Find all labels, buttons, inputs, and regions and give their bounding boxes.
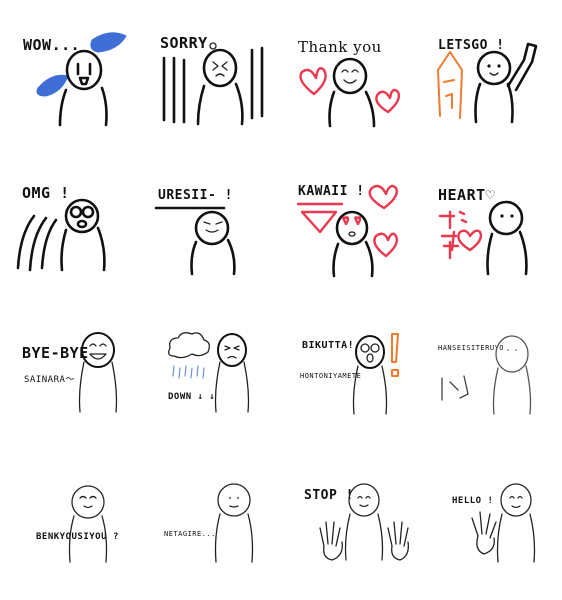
- omg-figure-icon: [16, 198, 106, 272]
- sticker-benkyou[interactable]: BENKYOUSIYOU ?: [0, 450, 140, 600]
- sticker-hello[interactable]: HELLO !: [420, 450, 560, 600]
- sorry-figure-icon: [162, 42, 264, 126]
- sticker-letsgo[interactable]: LETSGO !: [420, 0, 560, 150]
- sticker-label: SORRY: [160, 34, 208, 52]
- sticker-uresii[interactable]: URESII- !: [140, 150, 280, 300]
- sticker-label: NETAGIRE...: [164, 530, 216, 538]
- wow-figure-icon: [36, 32, 127, 127]
- sticker-label: LETSGO !: [438, 38, 505, 53]
- heart-figure-icon: [438, 200, 528, 276]
- uresii-figure-icon: [154, 206, 236, 276]
- kawaii-figure-icon: [296, 184, 399, 278]
- sticker-bikutta[interactable]: BIKUTTA! HONTONIYAMETE: [280, 300, 420, 450]
- byebye-figure-icon: [78, 332, 118, 413]
- sticker-label: URESII- !: [158, 188, 233, 203]
- sticker-label: KAWAII !: [298, 184, 365, 199]
- netagire-figure-icon: [214, 483, 254, 563]
- sticker-label: HEART♡: [438, 186, 496, 204]
- sticker-label: BIKUTTA!: [302, 340, 355, 351]
- hello-figure-icon: [471, 483, 536, 563]
- sticker-thankyou[interactable]: Thank you: [280, 0, 420, 150]
- sticker-down[interactable]: DOWN ↓ ↓: [140, 300, 280, 450]
- benkyou-figure-icon: [68, 485, 108, 563]
- sticker-wow[interactable]: WOW...: [0, 0, 140, 150]
- sticker-byebye[interactable]: BYE-BYE SAINARA〜: [0, 300, 140, 450]
- sticker-heart[interactable]: HEART♡: [420, 150, 560, 300]
- sticker-label: DOWN ↓ ↓: [168, 392, 216, 402]
- sticker-label: HELLO !: [452, 496, 494, 506]
- down-figure-icon: [168, 332, 250, 413]
- stop-figure-icon: [319, 483, 409, 561]
- sticker-omg[interactable]: OMG !: [0, 150, 140, 300]
- sticker-sorry[interactable]: SORRY: [140, 0, 280, 150]
- sticker-label: WOW...: [23, 36, 81, 54]
- sticker-sublabel: SAINARA〜: [24, 375, 75, 385]
- letsgo-figure-icon: [437, 42, 538, 124]
- sticker-label: Thank you: [298, 38, 382, 56]
- thankyou-figure-icon: [299, 57, 401, 128]
- sticker-hansei[interactable]: HANSEISITERUYO: [420, 300, 560, 450]
- sticker-label: BENKYOUSIYOU ?: [36, 532, 119, 542]
- sticker-sublabel: HONTONIYAMETE: [300, 372, 362, 380]
- sticker-label: STOP !: [304, 488, 354, 503]
- sticker-label: OMG !: [22, 184, 70, 202]
- sticker-netagire[interactable]: NETAGIRE...: [140, 450, 280, 600]
- hansei-figure-icon: [441, 335, 532, 415]
- sticker-stop[interactable]: STOP !: [280, 450, 420, 600]
- sticker-label: BYE-BYE: [22, 344, 89, 362]
- sticker-kawaii[interactable]: KAWAII !: [280, 150, 420, 300]
- sticker-label: HANSEISITERUYO: [438, 344, 505, 352]
- bikutta-figure-icon: [352, 333, 399, 415]
